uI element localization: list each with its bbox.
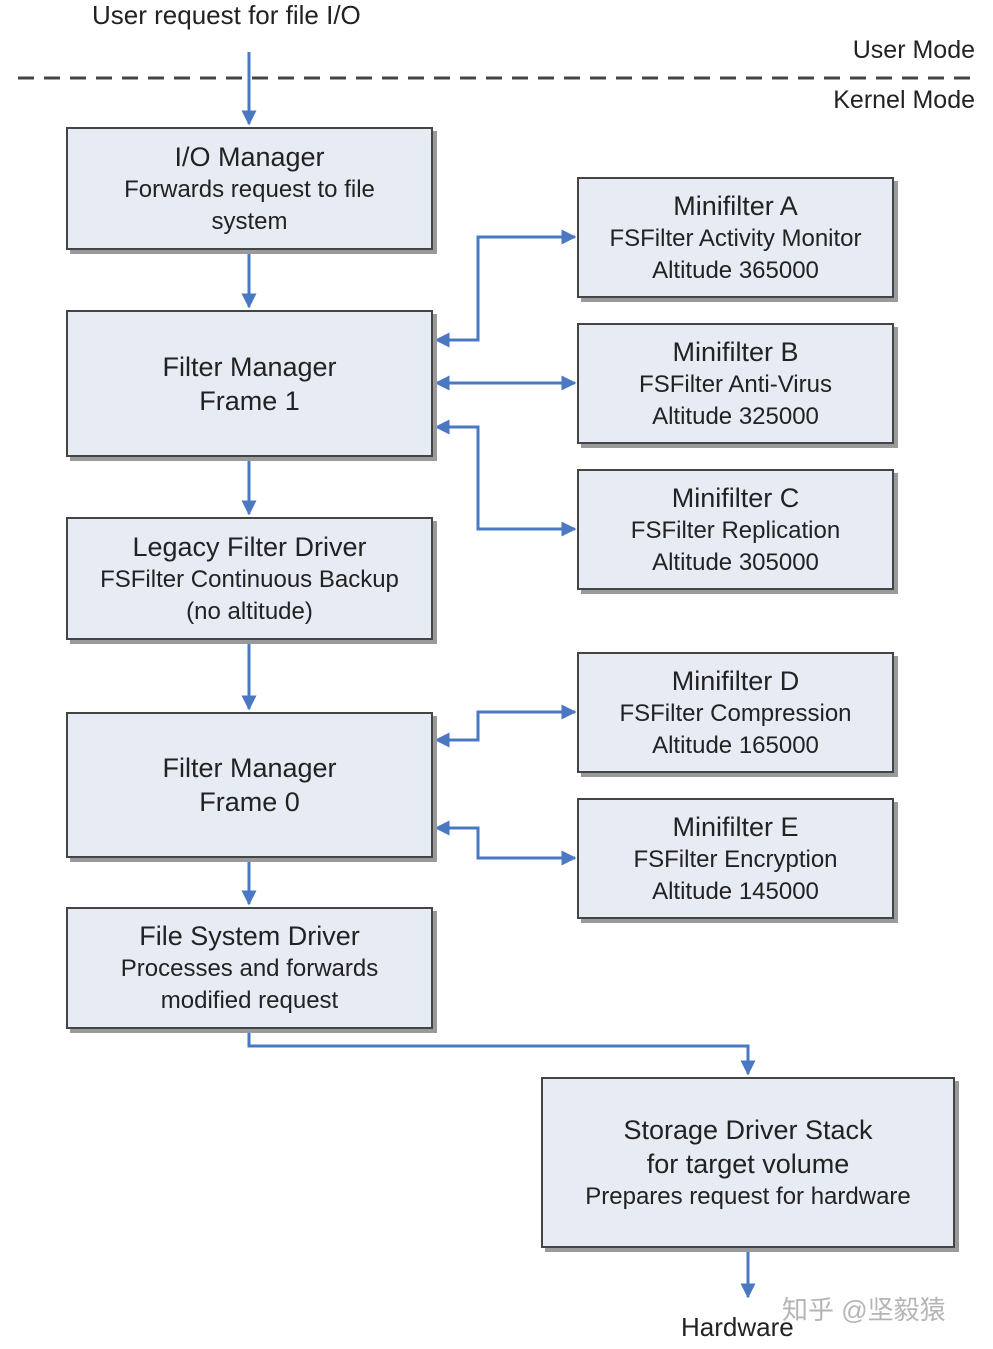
minifilter-e-line2: Altitude 145000: [652, 877, 819, 905]
minifilter-c-box: Minifilter C FSFilter Replication Altitu…: [577, 469, 894, 590]
filter-manager-frame0-title: Filter Manager: [162, 753, 337, 783]
file-system-driver-line1: Processes and forwards: [120, 955, 379, 982]
filter-manager-frame0-line1: Frame 0: [199, 787, 300, 817]
filter-manager-frame0-box: Filter Manager Frame 0: [66, 712, 433, 858]
legacy-filter-driver-box: Legacy Filter Driver FSFilter Continuous…: [66, 517, 433, 640]
filter-manager-frame1-title: Filter Manager: [162, 351, 337, 382]
file-system-driver-title: File System Driver: [139, 921, 360, 951]
io-manager-title: I/O Manager: [174, 141, 325, 172]
user-mode-label: User Mode: [852, 36, 975, 64]
arrow-frame1-minifilter-a: [434, 229, 577, 348]
arrow-fs-driver-to-storage: [247, 1029, 756, 1076]
minifilter-a-title: Minifilter A: [673, 190, 798, 221]
filter-manager-frame1-box: Filter Manager Frame 1: [66, 310, 433, 457]
file-system-driver-line2: modified request: [160, 987, 339, 1014]
storage-driver-stack-title: Storage Driver Stack: [623, 1114, 873, 1145]
filter-manager-frame1-line1: Frame 1: [199, 385, 300, 416]
minifilter-b-line1: FSFilter Anti-Virus: [639, 370, 832, 398]
io-manager-box: I/O Manager Forwards request to file sys…: [66, 127, 433, 250]
storage-driver-stack-box: Storage Driver Stack for target volume P…: [541, 1077, 955, 1248]
user-request-label: User request for file I/O: [92, 0, 361, 30]
minifilter-d-line2: Altitude 165000: [652, 731, 819, 759]
legacy-filter-driver-line1: FSFilter Continuous Backup: [100, 565, 399, 593]
arrow-frame0-minifilter-d: [434, 704, 577, 748]
file-system-driver-box: File System Driver Processes and forward…: [66, 907, 433, 1029]
legacy-filter-driver-title: Legacy Filter Driver: [132, 531, 367, 562]
minifilter-e-line1: FSFilter Encryption: [633, 845, 838, 873]
minifilter-c-line1: FSFilter Replication: [630, 516, 841, 544]
arrow-frame1-minifilter-c: [434, 419, 577, 537]
io-manager-line2: system: [211, 207, 288, 235]
zhihu-watermark: 知乎 @坚毅猿: [782, 1295, 946, 1325]
minifilter-d-line1: FSFilter Compression: [619, 699, 852, 727]
storage-driver-stack-line1: for target volume: [646, 1148, 850, 1179]
minifilter-a-box: Minifilter A FSFilter Activity Monitor A…: [577, 177, 894, 298]
minifilter-d-title: Minifilter D: [671, 665, 800, 696]
minifilter-b-title: Minifilter B: [672, 336, 799, 367]
minifilter-b-box: Minifilter B FSFilter Anti-Virus Altitud…: [577, 323, 894, 444]
minifilter-c-line2: Altitude 305000: [652, 548, 819, 576]
minifilter-d-box: Minifilter D FSFilter Compression Altitu…: [577, 652, 894, 773]
minifilter-c-title: Minifilter C: [671, 482, 800, 513]
arrow-frame0-minifilter-e: [434, 820, 577, 866]
hardware-label: Hardware: [681, 1312, 794, 1342]
minifilter-a-line2: Altitude 365000: [652, 256, 819, 284]
kernel-mode-label: Kernel Mode: [833, 86, 975, 114]
minifilter-e-box: Minifilter E FSFilter Encryption Altitud…: [577, 798, 894, 919]
minifilter-a-line1: FSFilter Activity Monitor: [609, 224, 862, 252]
io-manager-line1: Forwards request to file: [124, 175, 375, 203]
minifilter-e-title: Minifilter E: [672, 811, 799, 842]
minifilter-b-line2: Altitude 325000: [652, 402, 819, 430]
legacy-filter-driver-line2: (no altitude): [186, 597, 313, 625]
storage-driver-stack-line2: Prepares request for hardware: [585, 1182, 911, 1210]
